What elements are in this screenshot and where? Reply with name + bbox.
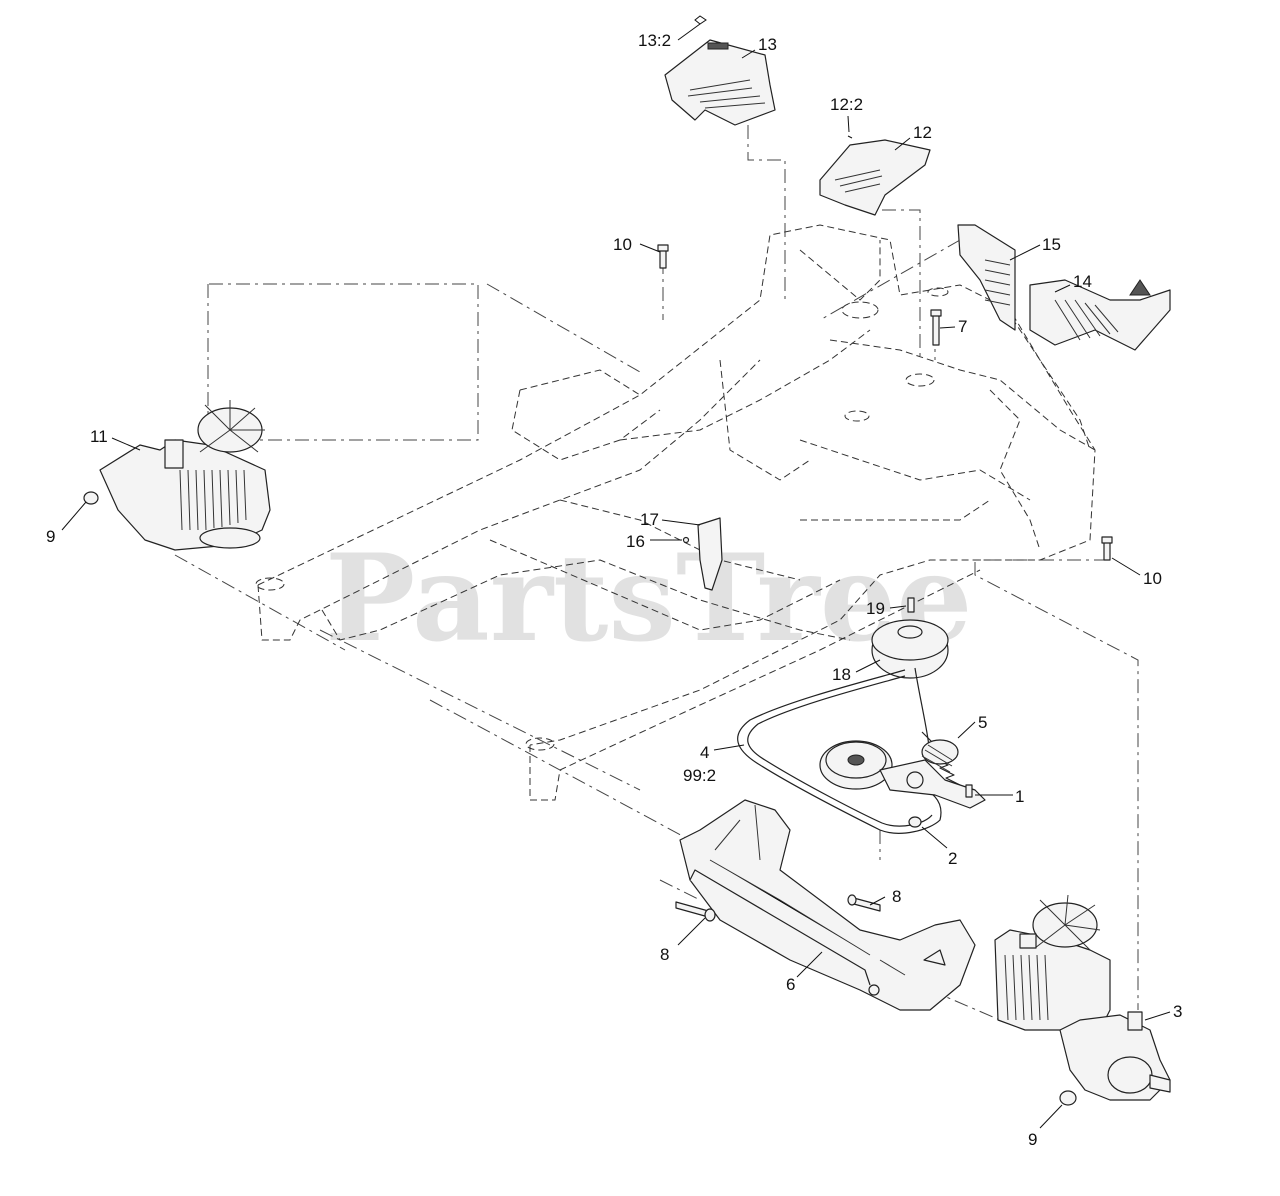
callout-3: 3 xyxy=(1173,1002,1182,1021)
callout-17: 17 xyxy=(640,510,659,529)
callout-8-lower: 8 xyxy=(660,945,669,964)
callout-11: 11 xyxy=(90,427,108,446)
callout-12-2: 12:2 xyxy=(830,95,863,114)
callout-16: 16 xyxy=(626,532,645,551)
callout-18: 18 xyxy=(832,665,851,684)
callout-9-left: 9 xyxy=(46,527,55,546)
watermark: PartsTree xyxy=(325,528,972,669)
callout-15: 15 xyxy=(1042,235,1061,254)
part-16-17-plate xyxy=(682,517,723,591)
leader-lines xyxy=(61,23,1171,1129)
part-12-cover xyxy=(819,135,931,216)
callout-12: 12 xyxy=(913,123,932,142)
part-10-bolt-top xyxy=(657,244,669,269)
callout-6: 6 xyxy=(786,975,795,994)
callout-9-right: 9 xyxy=(1028,1130,1037,1149)
callout-13-2: 13:2 xyxy=(638,31,671,50)
part-2-washer xyxy=(908,816,922,828)
part-9-nut-left xyxy=(83,491,99,505)
callout-13: 13 xyxy=(758,35,777,54)
part-8-pin-lower xyxy=(675,901,716,922)
callout-4: 4 xyxy=(700,743,709,762)
callout-2: 2 xyxy=(948,849,957,868)
callout-5: 5 xyxy=(978,713,987,732)
part-13-cover xyxy=(664,15,776,126)
part-11-transaxle xyxy=(99,400,271,551)
callout-19: 19 xyxy=(866,599,885,618)
part-7-bolt xyxy=(930,309,942,346)
callout-14: 14 xyxy=(1073,272,1092,291)
callout-10-top: 10 xyxy=(613,235,632,254)
part-6-bracket xyxy=(679,799,976,1011)
part-3-transaxle xyxy=(994,894,1171,1101)
callout-7: 7 xyxy=(958,317,967,336)
part-19-key xyxy=(907,597,915,613)
callout-8-upper: 8 xyxy=(892,887,901,906)
callout-10-right: 10 xyxy=(1143,569,1162,588)
callout-labels: 13:2 13 12:2 12 15 14 10 7 11 9 17 16 10… xyxy=(46,31,1182,1149)
part-10-bolt-right xyxy=(1101,536,1113,561)
chassis-frame xyxy=(255,224,1096,801)
part-1-idler-arm xyxy=(819,740,986,809)
callout-1: 1 xyxy=(1015,787,1024,806)
callout-99-2: 99:2 xyxy=(683,766,716,785)
part-9-nut-right xyxy=(1059,1090,1077,1106)
part-5-spring xyxy=(921,731,961,789)
part-14-cover xyxy=(1029,279,1171,351)
part-18-pulley xyxy=(871,619,949,679)
part-8-pin-upper xyxy=(847,894,881,912)
part-15-guard xyxy=(957,224,1016,331)
